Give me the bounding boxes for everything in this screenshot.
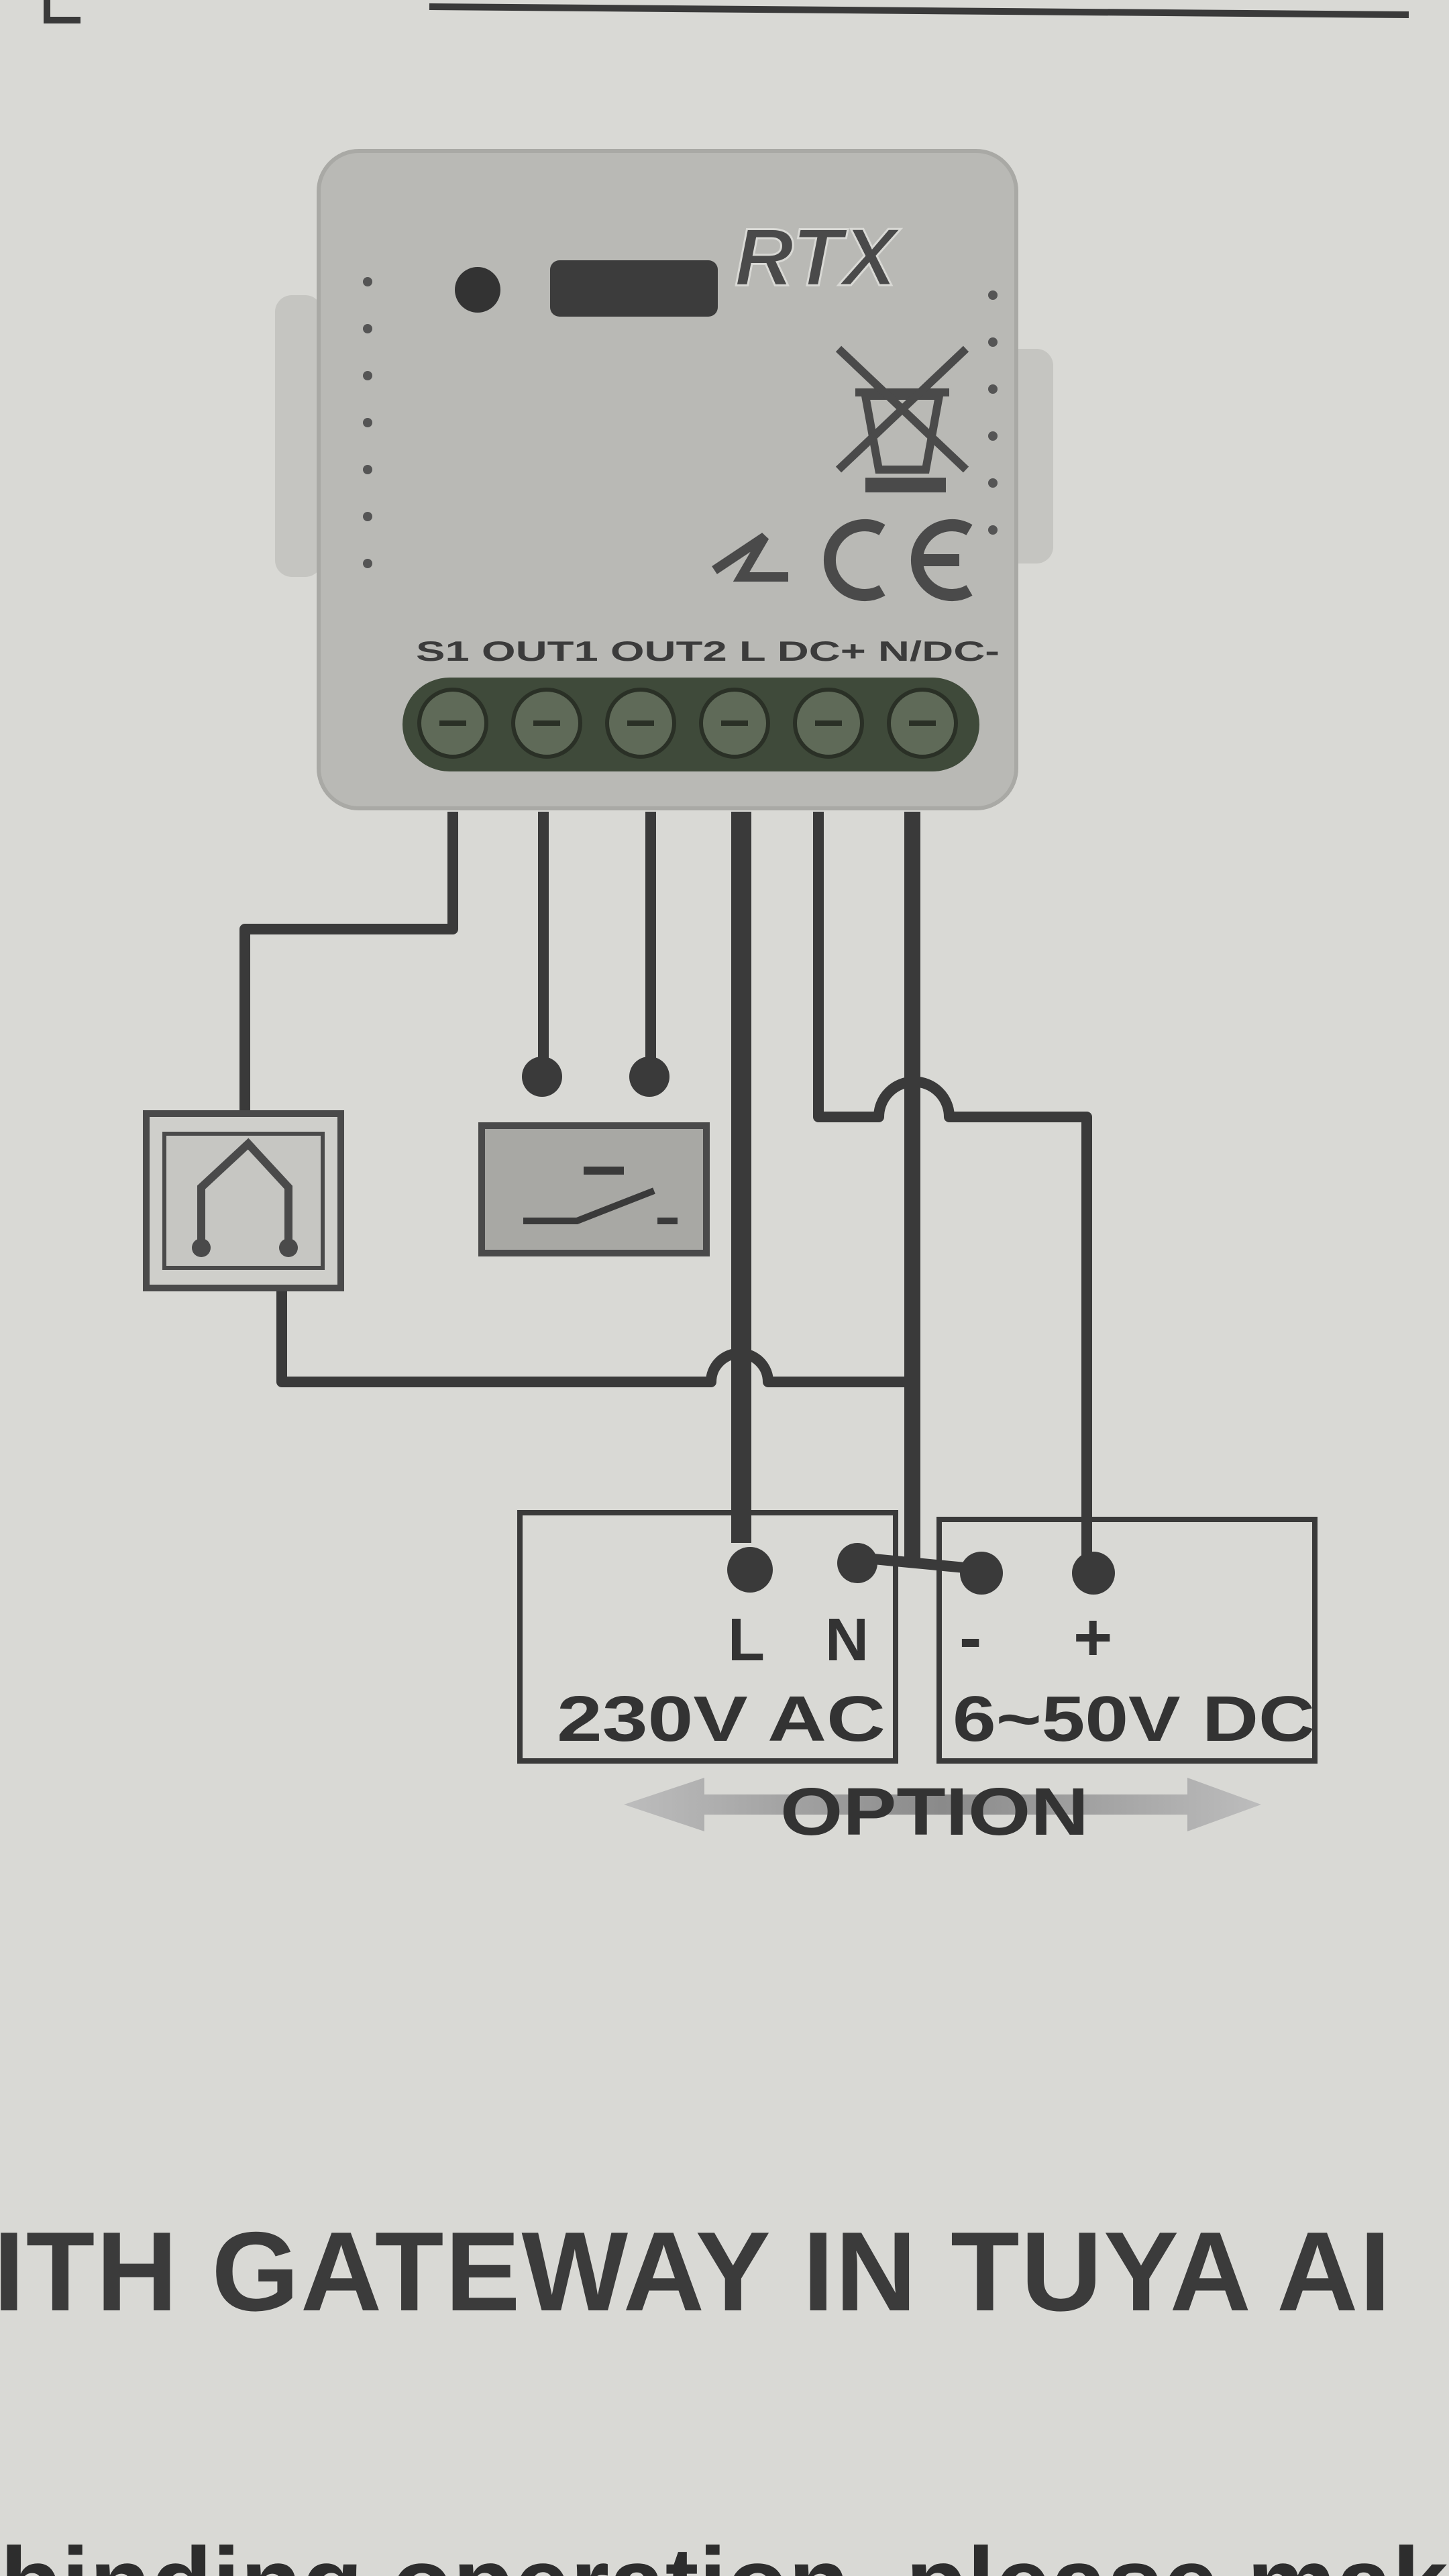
wire-switch-return bbox=[276, 1281, 906, 1387]
ac-supply-box bbox=[517, 1510, 898, 1764]
dc-terminal-minus: - bbox=[959, 1600, 981, 1675]
brand-logo: RTX bbox=[735, 211, 901, 303]
body-text-line: binding operation, please mak bbox=[0, 2532, 1448, 2576]
ac-rating: 230V AC bbox=[557, 1683, 885, 1755]
weee-bin-icon bbox=[835, 345, 969, 492]
top-corner-mark bbox=[44, 0, 80, 23]
option-label: OPTION bbox=[780, 1774, 1089, 1849]
certification-mark-icon bbox=[712, 533, 788, 582]
relay-module bbox=[275, 149, 1053, 810]
ac-terminal-n: N bbox=[825, 1607, 869, 1674]
dc-rating: 6~50V DC bbox=[953, 1683, 1315, 1755]
terminal-block bbox=[402, 678, 979, 771]
option-double-arrow bbox=[624, 1778, 1261, 1831]
ce-mark-icon bbox=[824, 519, 973, 601]
terminal-labels: S1 OUT1 OUT2 L DC+ N/DC- bbox=[416, 635, 1000, 667]
load-contact-icon bbox=[478, 1122, 710, 1256]
wire-s1 bbox=[239, 812, 458, 1110]
dc-supply-box bbox=[936, 1517, 1318, 1764]
wall-switch-icon bbox=[143, 1110, 344, 1291]
ac-terminal-l: L bbox=[728, 1607, 765, 1674]
dc-terminal-plus: + bbox=[1073, 1600, 1112, 1675]
status-led bbox=[455, 267, 500, 313]
section-heading: ITH GATEWAY IN TUYA AI bbox=[0, 2208, 1393, 2334]
wire-dc-plus bbox=[813, 812, 1092, 1563]
reset-button bbox=[550, 260, 718, 317]
top-rule bbox=[429, 3, 1409, 18]
